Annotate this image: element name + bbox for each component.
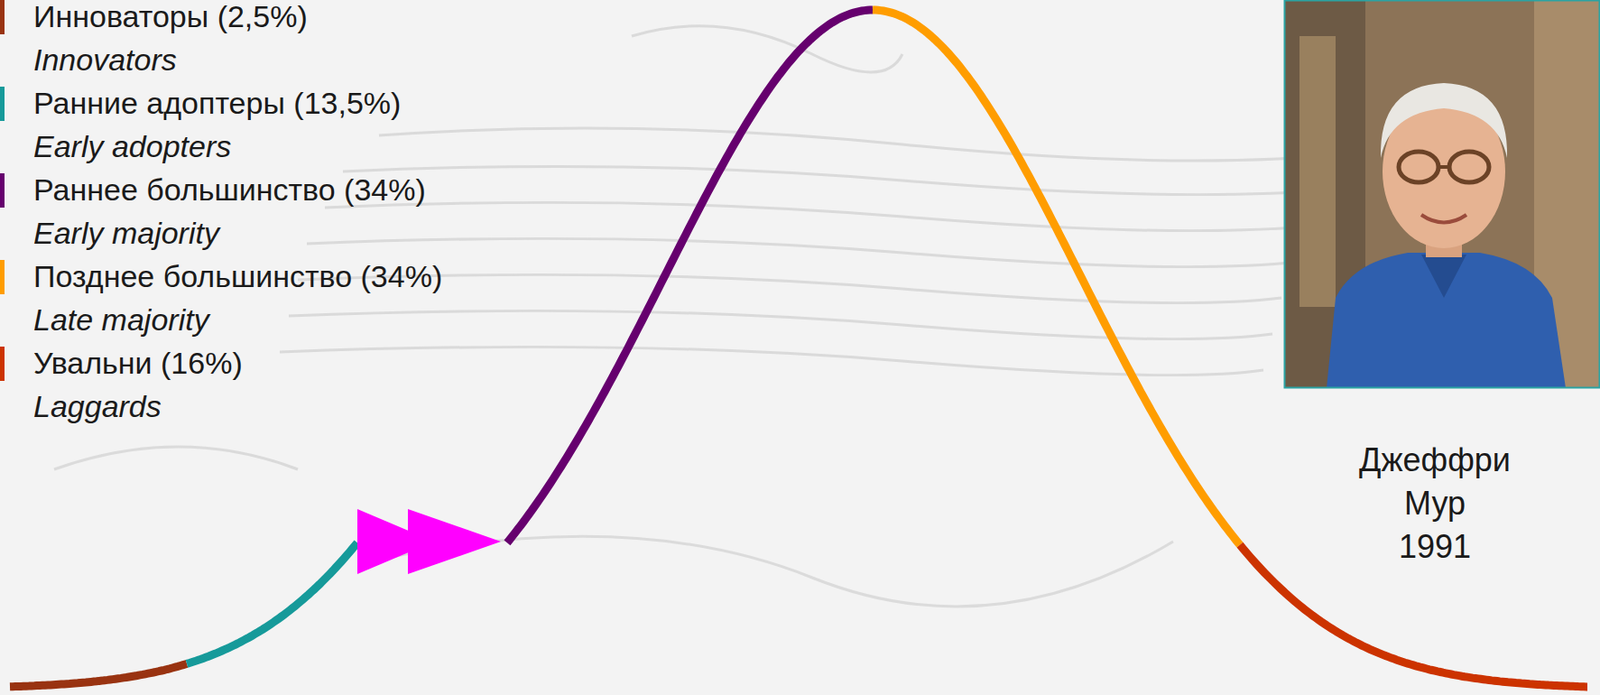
legend-swatch <box>0 259 5 295</box>
legend-english-label: Early adopters <box>33 128 232 165</box>
legend-label: Инноваторы (2,5%) <box>33 0 308 35</box>
curve-segment <box>9 663 187 686</box>
curve-segment <box>872 9 1240 546</box>
legend-swatch <box>0 0 5 35</box>
legend-english-label: Laggards <box>33 388 162 425</box>
person-caption: Джеффри Мур <box>1358 438 1512 526</box>
legend-label: Позднее большинство (34%) <box>33 258 443 295</box>
legend-english-label: Late majority <box>33 301 210 338</box>
year-caption: 1991 <box>1358 525 1512 569</box>
legend-label: Увальни (16%) <box>33 344 243 381</box>
legend-english-label: Innovators <box>33 41 177 78</box>
legend-swatch <box>0 173 5 208</box>
curve-segment <box>1239 545 1588 687</box>
curve-segment <box>186 542 358 664</box>
legend-label: Ранние адоптеры (13,5%) <box>33 84 401 121</box>
portrait-photo <box>1284 0 1600 389</box>
legend-swatch <box>0 346 5 381</box>
legend-swatch <box>0 86 5 121</box>
legend-english-label: Early majority <box>33 214 220 251</box>
chasm-arrows <box>357 508 501 574</box>
legend-label: Раннее большинство (34%) <box>33 171 426 208</box>
curve-segment <box>507 9 873 543</box>
